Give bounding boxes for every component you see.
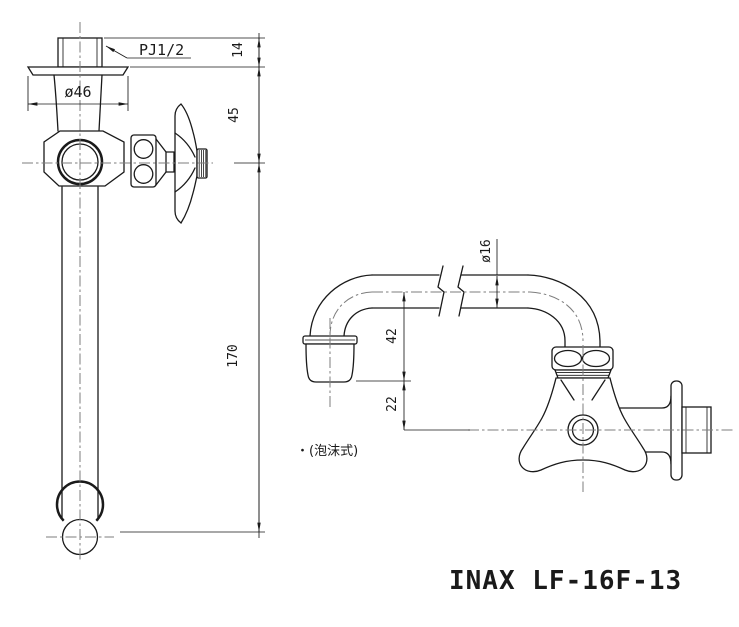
dimensions-front: 14 45 170 ø46 PJ1/2: [27, 33, 265, 538]
dim-pipe-diameter: ø16: [479, 239, 494, 262]
dim-center-to-outlet: 170: [226, 344, 241, 367]
product-code: INAX LF-16F-13: [449, 566, 682, 596]
dim-thread-height: 14: [231, 42, 246, 58]
dim-flange-to-center: 45: [227, 107, 242, 123]
spout-bend-right: [527, 274, 601, 349]
valve-body-hex: [43, 130, 125, 187]
wall-flange-front: [26, 66, 130, 76]
spout-pipe: [371, 274, 529, 309]
aerator-note: ・(泡沫式): [296, 444, 358, 459]
dim-flange-diameter: ø46: [64, 83, 91, 101]
side-pipe-centerline: [329, 291, 584, 342]
side-view: [302, 265, 712, 481]
down-pipe: [61, 186, 99, 521]
centerlines: [22, 22, 734, 562]
spout-bend-left: [309, 274, 373, 337]
pipe-break-symbol: [437, 265, 465, 317]
dim-spout-end-to-body-center: 22: [385, 396, 400, 412]
dim-center-to-spout-end: 42: [385, 328, 400, 344]
dimensions-side: ø16 42 22: [356, 239, 499, 431]
front-view: [26, 37, 208, 556]
thread-size-label: PJ1/2: [139, 41, 184, 59]
bonnet-front: [130, 134, 157, 188]
